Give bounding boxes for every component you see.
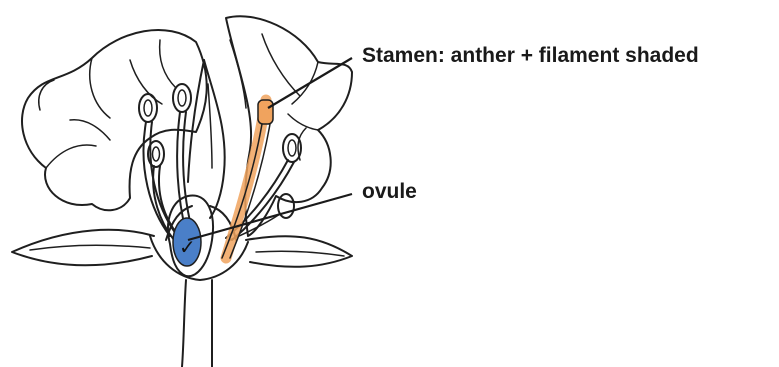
stamen-label: Stamen: anther + filament shaded — [362, 45, 699, 66]
ovule-label: ovule — [362, 181, 417, 202]
stamen-leader-line — [268, 58, 352, 108]
stem — [182, 280, 212, 367]
stamens-left — [139, 84, 192, 240]
